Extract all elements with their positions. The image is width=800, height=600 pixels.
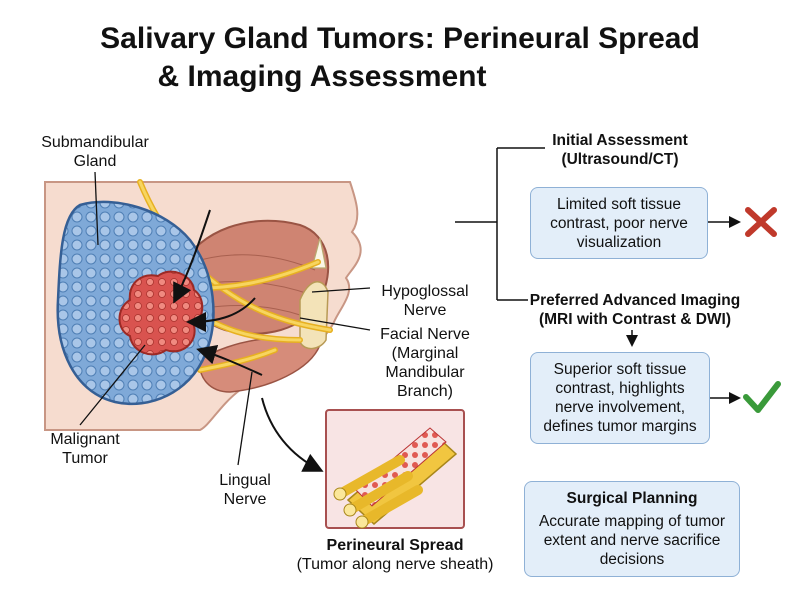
- label-lingual-nerve: Lingual Nerve: [219, 472, 271, 508]
- arrow-to-tumor-3: [196, 345, 263, 376]
- leader-facial: [299, 317, 371, 331]
- initial-assessment-title: Initial Assessment (Ultrasound/CT): [552, 132, 688, 168]
- floor-muscle: [199, 337, 321, 393]
- check-icon: [743, 381, 781, 413]
- cross-icon: [745, 207, 777, 237]
- label-perineural-spread: Perineural Spread (Tumor along nerve she…: [296, 537, 494, 573]
- surgical-planning-box: Surgical Planning Accurate mapping of tu…: [524, 481, 740, 577]
- label-facial-nerve: Facial Nerve (Marginal Mandibular Branch…: [380, 326, 470, 400]
- nerve-sheath-illustration: [333, 427, 458, 529]
- arrow-to-tumor-1: [173, 209, 211, 304]
- leader-submandibular: [94, 171, 99, 246]
- preferred-imaging-box: Superior soft tissue contrast, highlight…: [530, 352, 710, 444]
- label-submandibular-gland: Submandibular Gland: [41, 134, 149, 170]
- leader-tumor: [79, 344, 146, 426]
- leader-lingual: [237, 371, 253, 466]
- flow-connectors: [455, 147, 741, 404]
- surgical-planning-title: Surgical Planning: [566, 490, 698, 507]
- preferred-imaging-title: Preferred Advanced Imaging (MRI with Con…: [529, 292, 741, 328]
- leader-hypoglossal: [311, 287, 371, 293]
- arrow-to-tumor-2: [186, 297, 256, 332]
- arrow-to-inset: [261, 397, 324, 472]
- mandible-bone: [299, 281, 329, 350]
- initial-assessment-box: Limited soft tissue contrast, poor nerve…: [530, 187, 708, 259]
- label-hypoglossal-nerve: Hypoglossal Nerve: [381, 283, 469, 319]
- label-malignant-tumor: Malignant Tumor: [50, 431, 120, 467]
- page-title-line1: Salivary Gland Tumors: Perineural Spread: [100, 22, 700, 55]
- page-title-line2: & Imaging Assessment: [157, 60, 487, 93]
